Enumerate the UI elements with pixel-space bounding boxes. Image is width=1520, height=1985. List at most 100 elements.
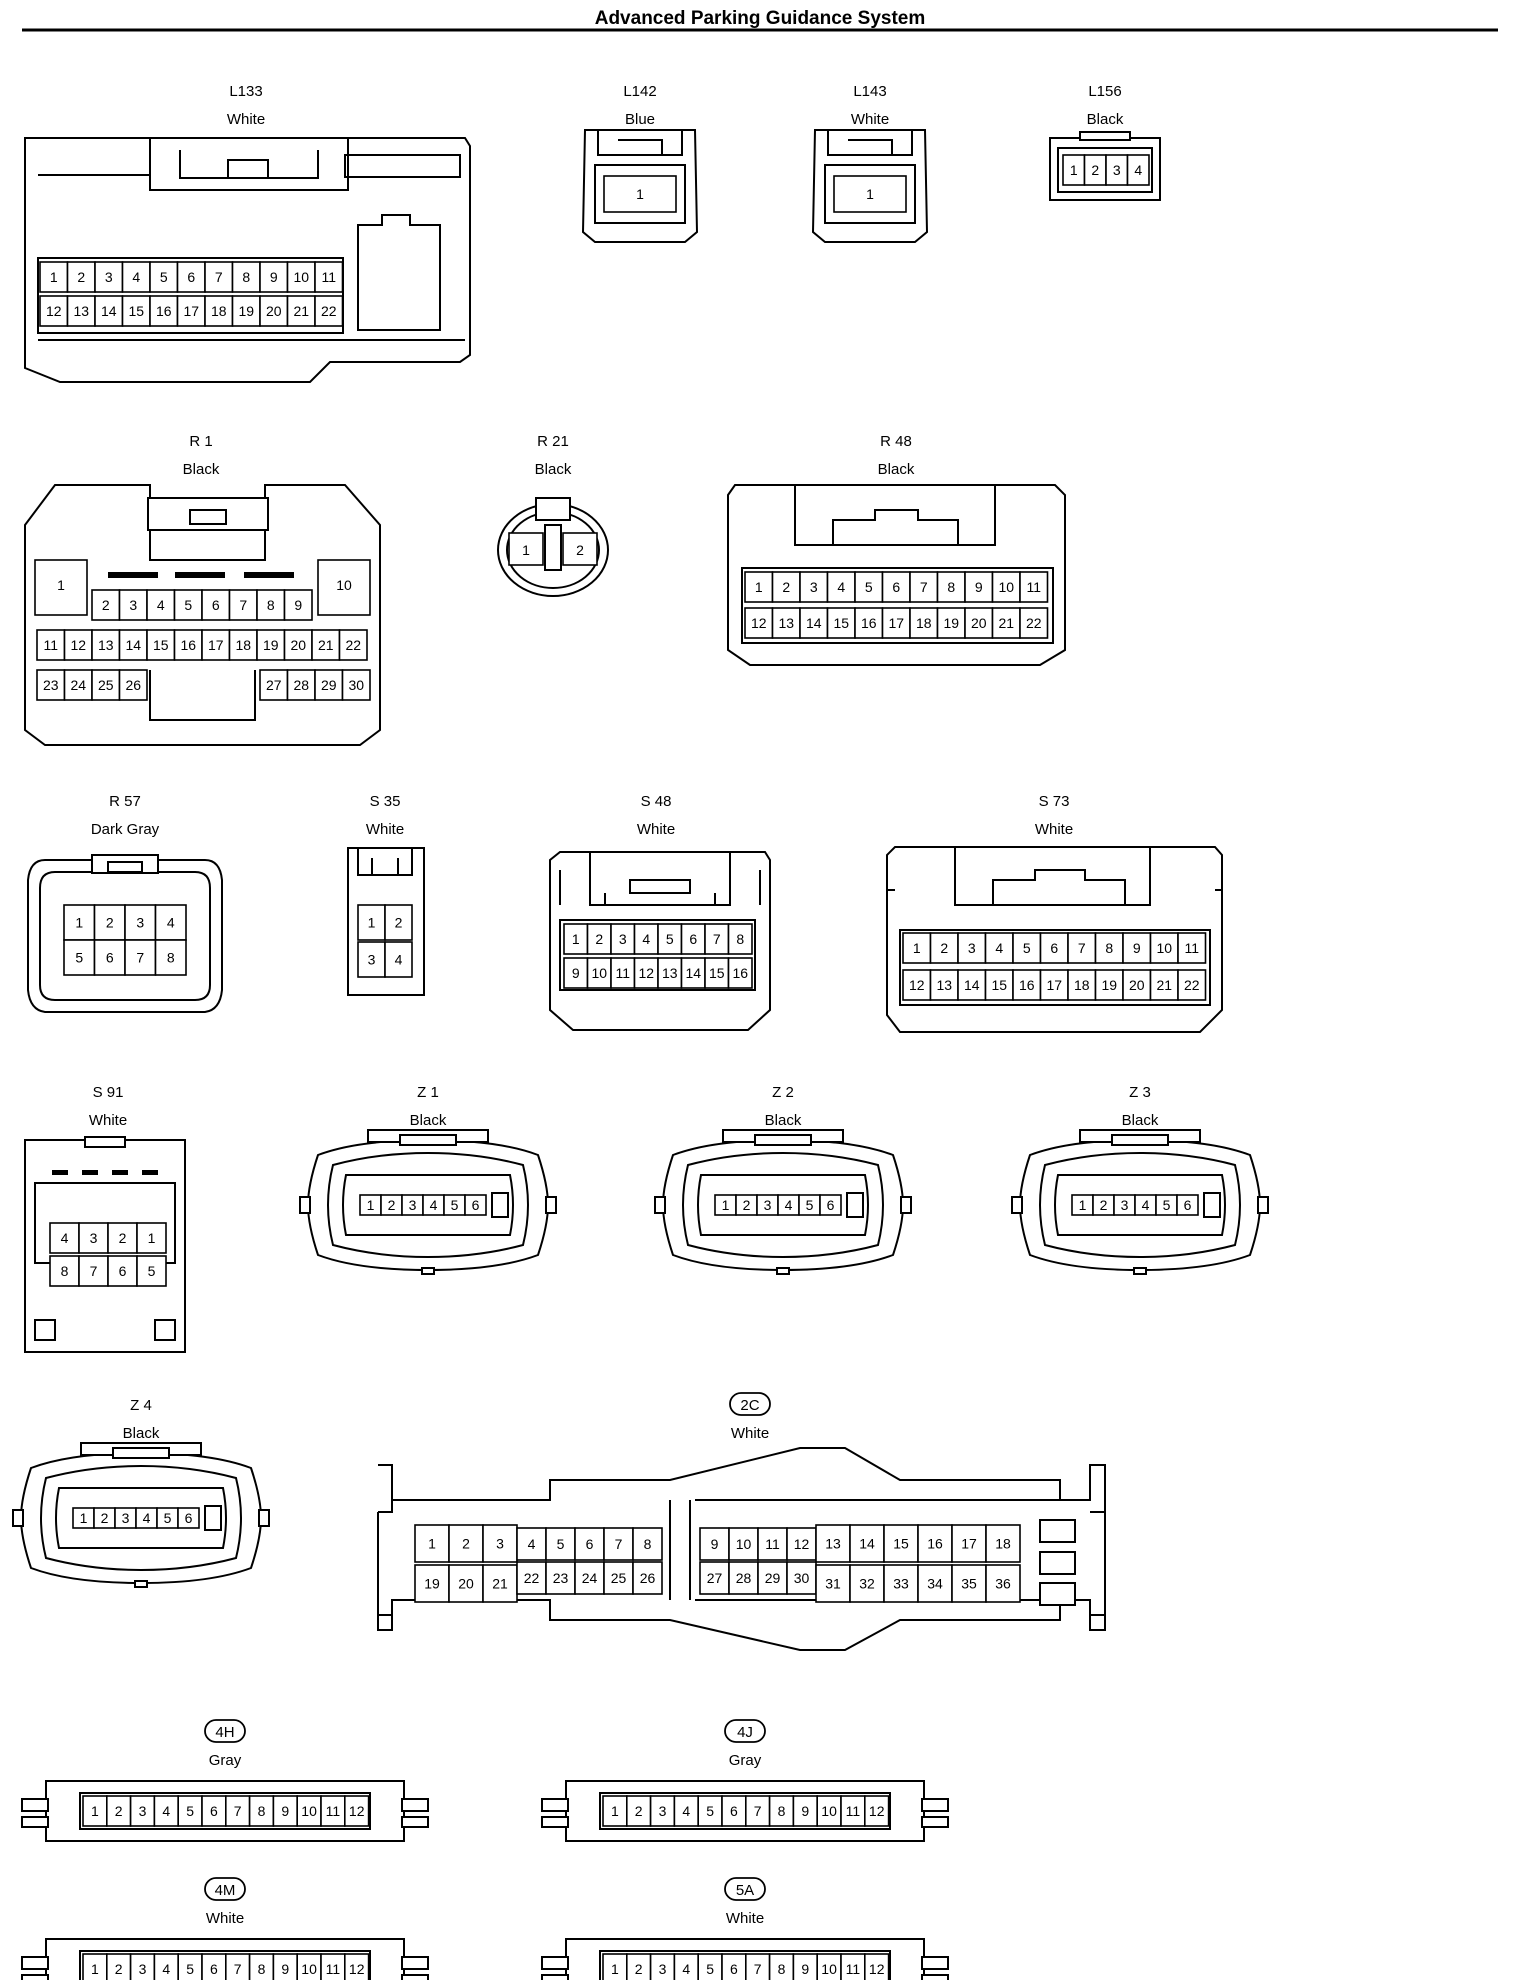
pin-number: 6 [212, 597, 220, 613]
pin-cell [448, 1564, 484, 1603]
pin-number: 33 [893, 1576, 909, 1592]
pin-number: 14 [806, 615, 822, 631]
pin-number: 3 [619, 931, 627, 947]
pin-number: 2 [743, 1197, 751, 1213]
pin-cell [256, 629, 286, 661]
pin-number: 6 [472, 1197, 480, 1213]
pin-number: 4 [837, 579, 845, 595]
pin-cell [357, 904, 386, 941]
pin-number: 2 [635, 1803, 643, 1819]
connector-side-tab [545, 1196, 557, 1214]
pin-number: 9 [270, 269, 278, 285]
pin-number: 3 [496, 1536, 504, 1552]
connector-latch-frame [794, 485, 996, 546]
pin-cell [771, 607, 801, 639]
pin-number: 12 [794, 1536, 810, 1552]
pin-number: 14 [859, 1536, 875, 1552]
connector-latch [179, 150, 319, 179]
connector-key [1039, 1551, 1076, 1575]
pin-number: 24 [70, 677, 86, 693]
connector-color: White [731, 1425, 769, 1442]
pin-cell [448, 1524, 484, 1563]
connector-body [811, 129, 929, 243]
pin-frame [79, 1950, 371, 1985]
connector-side-tab [921, 1956, 949, 1970]
pin-cell [118, 629, 148, 661]
pin-number: 9 [281, 1961, 289, 1977]
pin-number: 28 [736, 1570, 752, 1586]
pin-number: 9 [572, 965, 580, 981]
pin-cell [757, 1561, 788, 1595]
pin-cell [414, 1564, 450, 1603]
pin-number: 1 [80, 1510, 88, 1526]
connector-body [886, 846, 1223, 1033]
connector-inner-ring [39, 871, 211, 1001]
connector-color: White [89, 1112, 127, 1129]
pin-number: 15 [991, 977, 1007, 993]
connector-side-tab [258, 1509, 270, 1527]
pin-number: 5 [706, 1961, 714, 1977]
connector-side-tab [541, 1816, 569, 1828]
pin-cell [1176, 1194, 1199, 1216]
connector-body [549, 851, 771, 1031]
connector-cavity [594, 164, 686, 224]
pin-number: 12 [909, 977, 925, 993]
pin-number: 6 [689, 931, 697, 947]
connector-color: White [366, 821, 404, 838]
pin-number: 10 [336, 577, 352, 593]
connector-key [154, 1319, 176, 1341]
pin-number: 5 [160, 269, 168, 285]
pin-cell [1039, 932, 1069, 964]
pin-cell [786, 1527, 817, 1561]
pin-number: 12 [70, 637, 86, 653]
pin-number: 1 [148, 1230, 156, 1246]
pin-number: 1 [428, 1536, 436, 1552]
pin-cell [49, 1222, 80, 1254]
pin-number: 7 [754, 1961, 762, 1977]
connector-side-tab [21, 1816, 49, 1828]
pin-number: 1 [572, 931, 580, 947]
pin-cell [574, 1561, 605, 1595]
pin-number: 22 [345, 637, 361, 653]
connector-frame [559, 852, 761, 906]
pin-number: 1 [913, 940, 921, 956]
connector-side-tab [921, 1816, 949, 1828]
pin-number: 7 [1078, 940, 1086, 956]
pin-number: 1 [91, 1961, 99, 1977]
pin-cell-wide [34, 559, 88, 616]
connector-body [377, 1447, 1106, 1651]
pin-number: 2 [782, 579, 790, 595]
pin-number: 20 [971, 615, 987, 631]
pin-number: 4 [157, 597, 165, 613]
pin-cell [121, 295, 151, 327]
pin-number: 18 [235, 637, 251, 653]
pin-number: 3 [105, 269, 113, 285]
connector-code: 4M [215, 1882, 236, 1899]
connector-latch [1079, 131, 1131, 141]
connector-color: White [227, 111, 265, 128]
pin-number: 11 [1026, 579, 1041, 595]
connector-latch-frame [954, 847, 1151, 906]
pin-number: 20 [290, 637, 306, 653]
connector-bottom-tab [776, 1267, 790, 1275]
pin-number: 36 [995, 1576, 1011, 1592]
pin-number: 10 [736, 1536, 752, 1552]
pin-number: 9 [975, 579, 983, 595]
pin-number: 8 [778, 1961, 786, 1977]
pin-cell [36, 629, 66, 661]
pin-cell [516, 1561, 547, 1595]
pin-number: 29 [321, 677, 337, 693]
connector-side-tab [654, 1196, 666, 1214]
pin-number: 4 [430, 1197, 438, 1213]
connector-color: Black [1087, 111, 1124, 128]
pin-number: 4 [395, 952, 403, 968]
pin-number: 9 [801, 1961, 809, 1977]
pin-number: 15 [833, 615, 849, 631]
connector-latch-tab [189, 509, 227, 525]
connector-side-tab [21, 1956, 49, 1970]
